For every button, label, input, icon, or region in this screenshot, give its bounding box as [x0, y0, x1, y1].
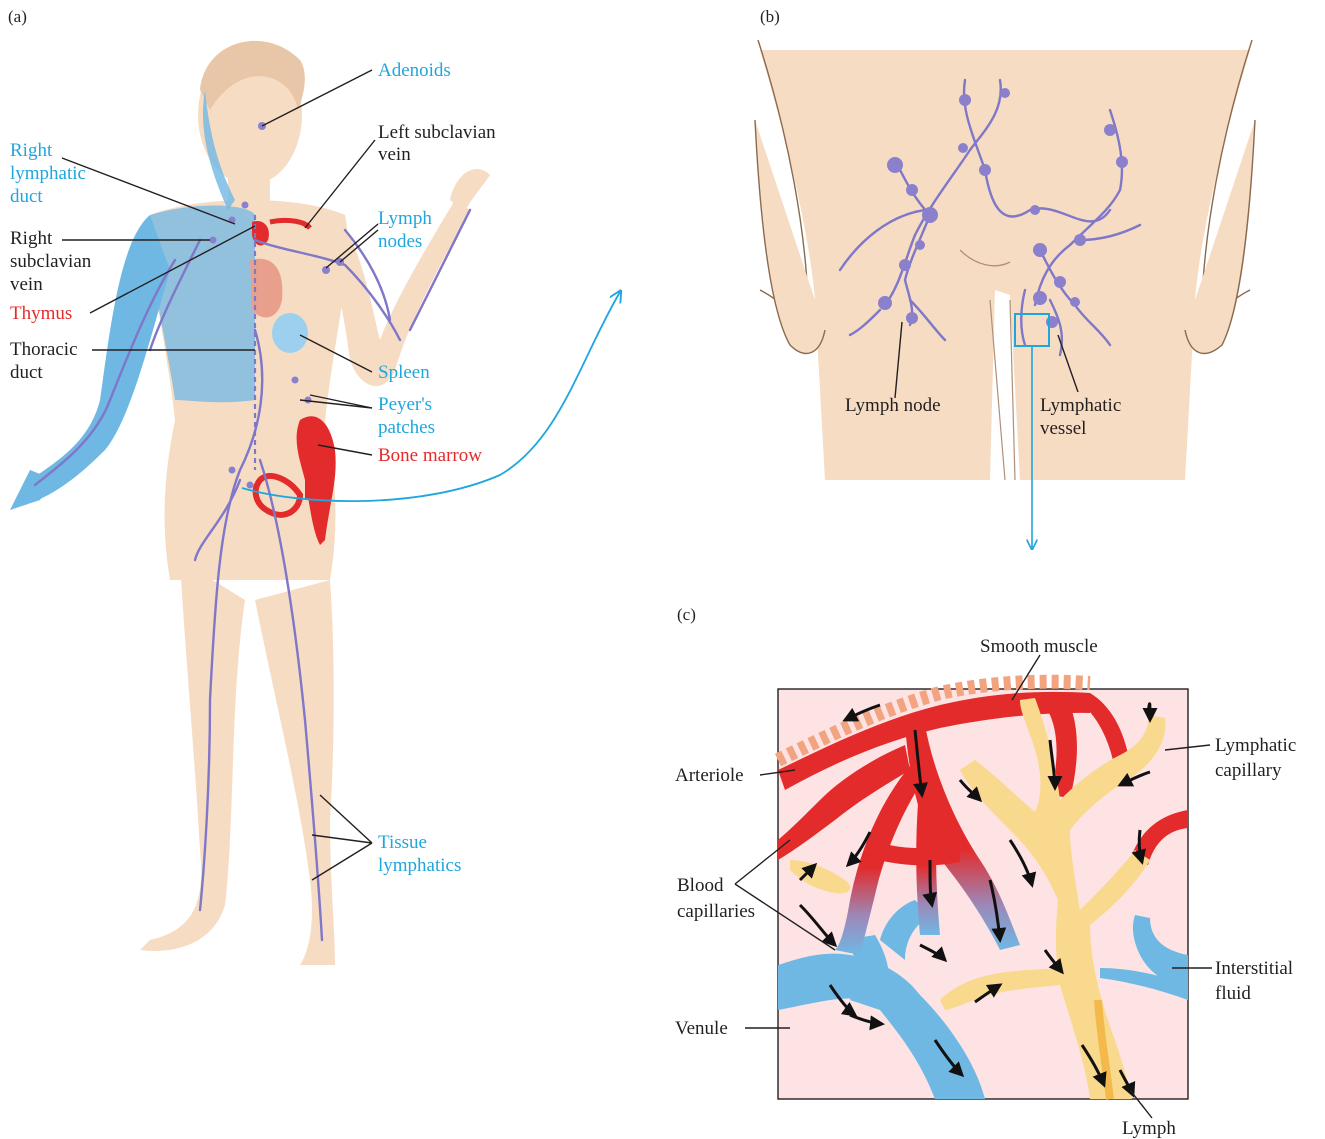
label-right-lymphatic-duct-3: duct [10, 186, 43, 207]
label-peyers-patches-2: patches [378, 417, 435, 438]
label-lymphatic-vessel-1: Lymphatic [1040, 395, 1121, 416]
label-lymphatic-capillary-2: capillary [1215, 760, 1282, 781]
label-lymph-nodes-2: nodes [378, 231, 422, 252]
label-right-lymphatic-duct-1: Right [10, 140, 53, 161]
label-smooth-muscle: Smooth muscle [980, 636, 1098, 657]
label-left-subclavian-vein-2: vein [378, 144, 411, 165]
label-blood-capillaries-1: Blood [677, 875, 724, 896]
label-tissue-lymphatics-2: lymphatics [378, 855, 461, 876]
label-peyers-patches-1: Peyer's [378, 394, 432, 415]
label-lymph-nodes-1: Lymph [378, 208, 432, 229]
panel-c-label: (c) [677, 605, 696, 624]
label-right-subclavian-vein-1: Right [10, 228, 53, 249]
label-right-subclavian-vein-3: vein [10, 274, 43, 295]
label-venule: Venule [675, 1018, 728, 1039]
label-arteriole: Arteriole [675, 765, 744, 786]
label-interstitial-fluid-2: fluid [1215, 983, 1251, 1004]
label-interstitial-fluid-1: Interstitial [1215, 958, 1293, 979]
label-tissue-lymphatics-1: Tissue [378, 832, 427, 853]
label-lymphatic-capillary-1: Lymphatic [1215, 735, 1296, 756]
label-adenoids: Adenoids [378, 60, 451, 81]
label-left-subclavian-vein-1: Left subclavian [378, 122, 496, 143]
label-bone-marrow: Bone marrow [378, 445, 482, 466]
label-thoracic-duct-2: duct [10, 362, 43, 383]
panel-a-label: (a) [8, 7, 27, 26]
label-blood-capillaries-2: capillaries [677, 901, 755, 922]
label-lymphatic-vessel-2: vessel [1040, 418, 1086, 439]
label-right-lymphatic-duct-2: lymphatic [10, 163, 86, 184]
label-right-subclavian-vein-2: subclavian [10, 251, 92, 272]
groin-illustration [755, 40, 1255, 480]
label-thymus: Thymus [10, 303, 72, 324]
capillary-bed-illustration [778, 682, 1188, 1099]
panel-b-label: (b) [760, 7, 780, 26]
label-spleen: Spleen [378, 362, 430, 383]
label-thoracic-duct-1: Thoracic [10, 339, 78, 360]
label-lymph: Lymph [1122, 1118, 1176, 1139]
label-lymph-node: Lymph node [845, 395, 941, 416]
